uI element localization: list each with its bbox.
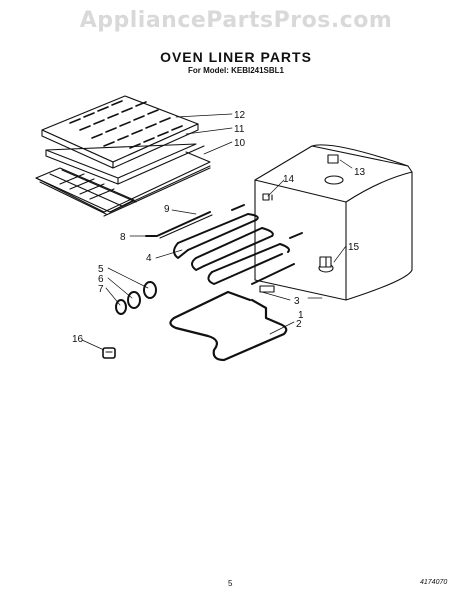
callout-3: 3 bbox=[294, 296, 300, 307]
callout-5: 5 bbox=[98, 264, 104, 275]
callout-11: 11 bbox=[234, 124, 245, 135]
callout-9: 9 bbox=[164, 204, 170, 215]
broil-element bbox=[169, 290, 288, 362]
callout-12: 12 bbox=[234, 110, 246, 121]
callout-10: 10 bbox=[234, 138, 246, 149]
oven-liner bbox=[254, 144, 413, 301]
bake-element bbox=[173, 204, 303, 285]
oven-rack-11 bbox=[45, 143, 205, 185]
callout-7: 7 bbox=[98, 284, 104, 295]
callout-14: 14 bbox=[283, 174, 295, 185]
callout-15: 15 bbox=[348, 242, 360, 253]
page-number: 5 bbox=[228, 579, 233, 588]
element-bracket-3 bbox=[251, 263, 295, 293]
gasket-rings bbox=[115, 281, 157, 315]
element-rod-9 bbox=[156, 211, 213, 239]
callout-13: 13 bbox=[354, 167, 366, 178]
model-subtitle: For Model: KEBI241SBL1 bbox=[187, 66, 284, 75]
page-title: OVEN LINER PARTS bbox=[160, 49, 312, 65]
callout-8: 8 bbox=[120, 232, 126, 243]
leader-lines bbox=[81, 113, 353, 351]
document-number: 4174070 bbox=[420, 579, 448, 586]
callout-16: 16 bbox=[72, 334, 84, 345]
callout-labels: 12 11 10 13 14 9 8 15 4 5 6 7 3 1 2 16 bbox=[72, 110, 366, 345]
callout-4: 4 bbox=[146, 253, 152, 264]
callout-2: 2 bbox=[296, 319, 302, 330]
watermark: AppliancePartsPros.com bbox=[79, 8, 393, 33]
bracket-14 bbox=[262, 193, 270, 201]
light-socket-16 bbox=[102, 347, 116, 359]
oven-rack-10 bbox=[35, 151, 211, 217]
callout-1: 1 bbox=[298, 310, 304, 321]
callout-6: 6 bbox=[98, 274, 104, 285]
